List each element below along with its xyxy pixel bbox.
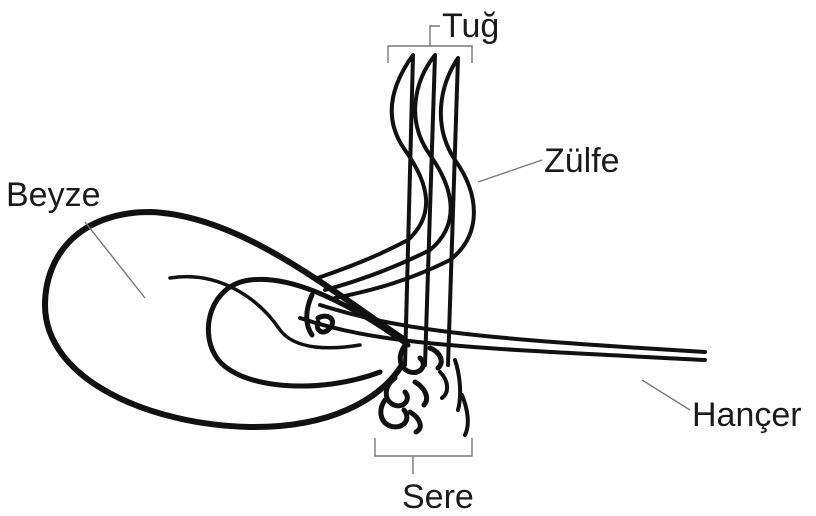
hancer-leader (642, 380, 690, 410)
inner-glyph (307, 295, 333, 335)
sere-label: Sere (402, 478, 474, 516)
sere-callout: Sere (375, 438, 474, 516)
zulfe-label: Zülfe (544, 142, 620, 180)
hancer-label: Hançer (692, 396, 802, 434)
zulfe-callout: Zülfe (478, 142, 620, 182)
hancer-callout: Hançer (642, 380, 802, 434)
beyze-outer-loop (45, 212, 405, 427)
zulfe-leader (478, 160, 542, 182)
beyze-leader (85, 222, 145, 298)
tug-label: Tuğ (442, 7, 499, 45)
tug-callout: Tuğ (388, 7, 499, 63)
sere-bracket (375, 438, 472, 474)
tug-strokes (318, 55, 474, 365)
beyze-label: Beyze (6, 176, 101, 214)
